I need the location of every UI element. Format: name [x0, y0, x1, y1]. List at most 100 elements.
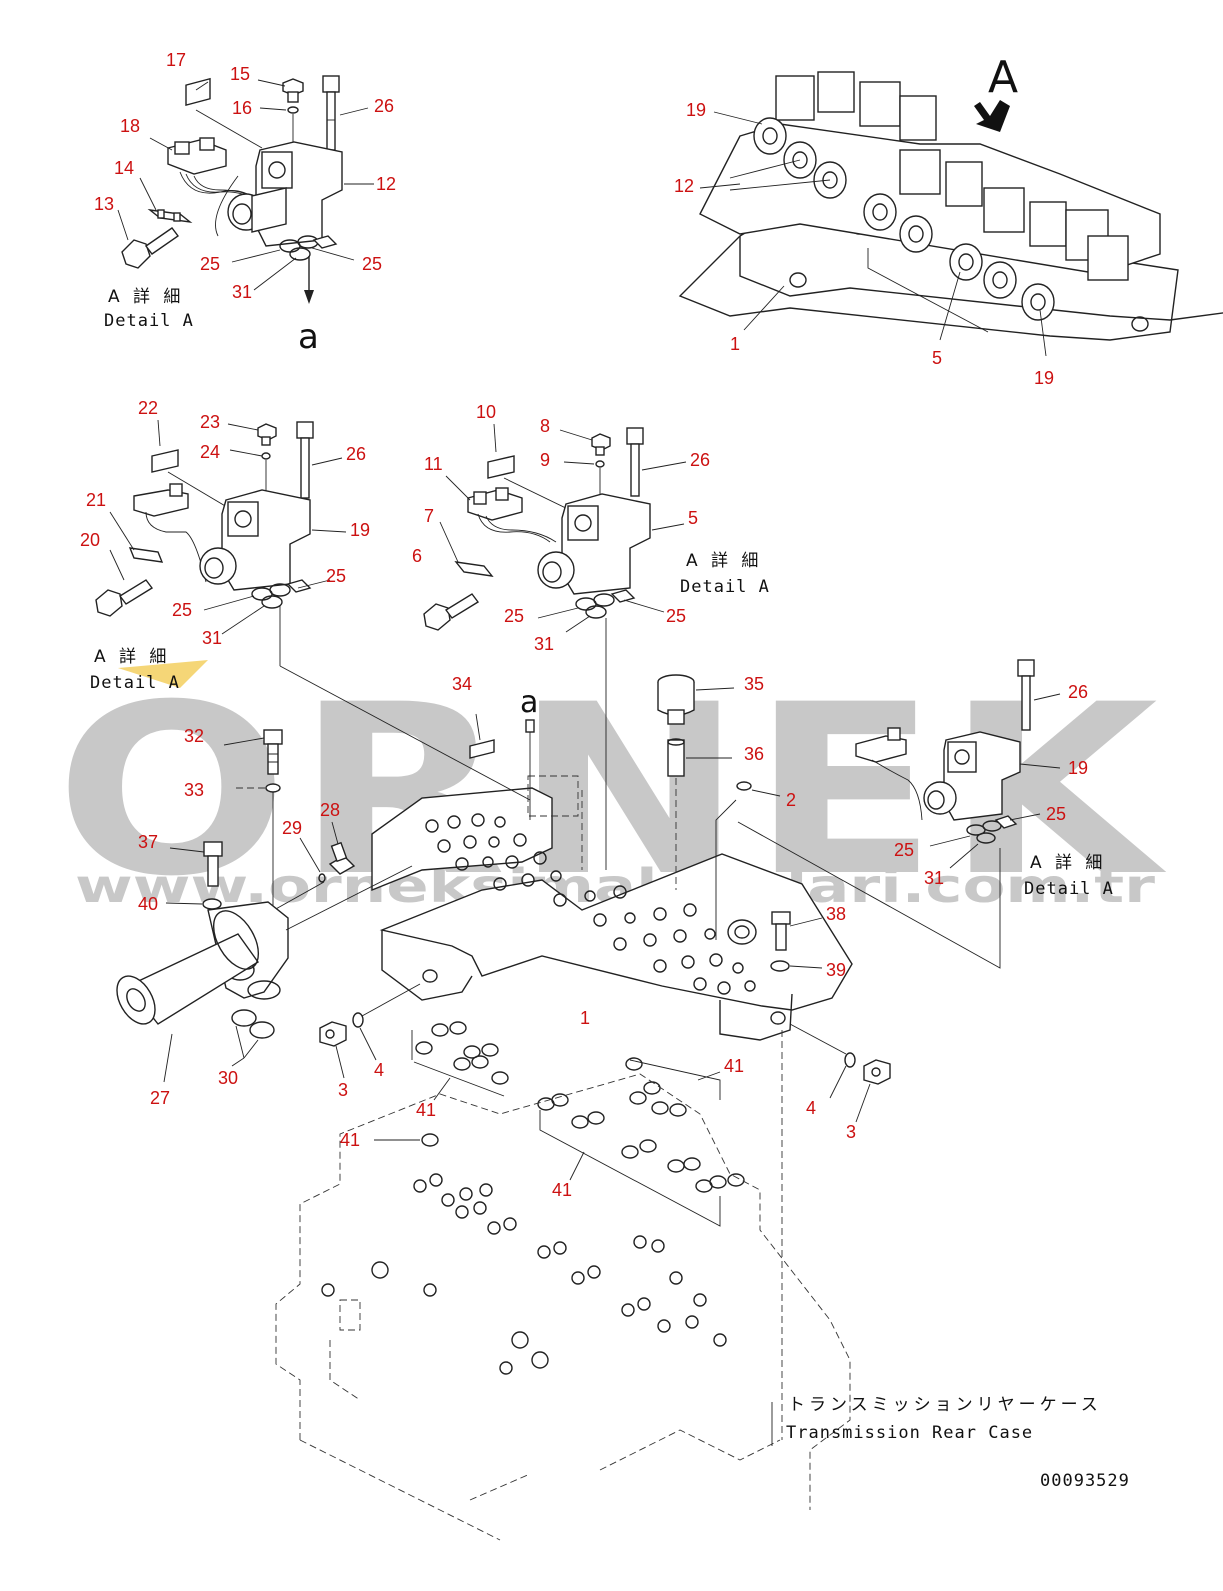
callout-23: 23: [200, 412, 220, 432]
detail-letter-a-top: a: [298, 317, 319, 357]
detail-label-jp-4: A 詳 細: [1030, 853, 1106, 873]
callout-25: 25: [666, 606, 686, 626]
rear-case-label-jp: トランスミッションリヤーケース: [788, 1395, 1102, 1415]
plate-holes: [425, 813, 756, 995]
callout-25: 25: [362, 254, 382, 274]
callout-40: 40: [138, 894, 158, 914]
callout-13: 13: [94, 194, 114, 214]
main-valve-plate: [371, 775, 853, 1041]
detail-label-jp-2: A 詳 細: [94, 647, 170, 667]
callout-26: 26: [690, 450, 710, 470]
callout-31: 31: [534, 634, 554, 654]
callout-38: 38: [826, 904, 846, 924]
callout-35: 35: [744, 674, 764, 694]
callout-26: 26: [1068, 682, 1088, 702]
solenoid-coils: [753, 117, 1055, 321]
detail-a-valve-19: [95, 419, 347, 635]
callout-37: 37: [138, 832, 158, 852]
callout-15: 15: [230, 64, 250, 84]
callout-16: 16: [232, 98, 252, 118]
callout-6: 6: [412, 546, 422, 566]
callout-3: 3: [338, 1080, 348, 1100]
callout-3: 3: [846, 1122, 856, 1142]
callout-19: 19: [686, 100, 706, 120]
callout-26: 26: [346, 444, 366, 464]
callout-4: 4: [374, 1060, 384, 1080]
callout-9: 9: [540, 450, 550, 470]
solenoid-blocks: [775, 71, 1129, 281]
callout-18: 18: [120, 116, 140, 136]
watermark-accent-icon: [118, 660, 208, 688]
left-hardware: [116, 729, 421, 1083]
detail-label-en-3: Detail A: [680, 577, 770, 597]
detail-label-en-4: Detail A: [1024, 879, 1114, 899]
detail-letter-A: A: [988, 52, 1018, 103]
callout-25: 25: [200, 254, 220, 274]
callout-19: 19: [350, 520, 370, 540]
callout-30: 30: [218, 1068, 238, 1088]
callout-25: 25: [326, 566, 346, 586]
rear-case-label-en: Transmission Rear Case: [786, 1423, 1033, 1443]
callout-25: 25: [172, 600, 192, 620]
callout-39: 39: [826, 960, 846, 980]
detail-a-valve-12: a: [117, 75, 374, 357]
callout-12: 12: [376, 174, 396, 194]
detail-label-en-2: Detail A: [90, 673, 180, 693]
callout-19: 19: [1034, 368, 1054, 388]
callout-41: 41: [340, 1130, 360, 1150]
detail-a-valve-19-right: [855, 659, 1061, 869]
callout-31: 31: [202, 628, 222, 648]
transmission-rear-case: [275, 1030, 851, 1541]
callout-28: 28: [320, 800, 340, 820]
callout-10: 10: [476, 402, 496, 422]
callout-26: 26: [374, 96, 394, 116]
callout-22: 22: [138, 398, 158, 418]
callout-1: 1: [580, 1008, 590, 1028]
callout-33: 33: [184, 780, 204, 800]
callout-7: 7: [424, 506, 434, 526]
case-holes: [321, 1173, 727, 1375]
detail-letter-a-plate: a: [520, 685, 538, 720]
detail-label-en-1: Detail A: [104, 311, 194, 331]
callout-25: 25: [894, 840, 914, 860]
reference-lines: [279, 606, 1001, 969]
callout-29: 29: [282, 818, 302, 838]
callout-20: 20: [80, 530, 100, 550]
callout-32: 32: [184, 726, 204, 746]
callout-17: 17: [166, 50, 186, 70]
callout-11: 11: [424, 454, 443, 474]
callout-34: 34: [452, 674, 472, 694]
callout-19: 19: [1068, 758, 1088, 778]
detail-a-valve-5: [423, 423, 687, 633]
callout-25: 25: [1046, 804, 1066, 824]
callout-21: 21: [86, 490, 106, 510]
callout-36: 36: [744, 744, 764, 764]
valve-assembly-view: A: [678, 52, 1223, 357]
callout-4: 4: [806, 1098, 816, 1118]
callout-31: 31: [232, 282, 252, 302]
detail-labels: A 詳 細 Detail A A 詳 細 Detail A A 詳 細 Deta…: [90, 287, 1130, 1491]
callout-41: 41: [552, 1180, 572, 1200]
callout-2: 2: [786, 790, 796, 810]
callout-numbers: 17 15 16 26 18 14 13 12 25 25 31 19 12 1…: [80, 50, 1088, 1200]
callout-27: 27: [150, 1088, 170, 1108]
gasket-sets: [374, 1021, 745, 1227]
callout-5: 5: [688, 508, 698, 528]
callout-5: 5: [932, 348, 942, 368]
callout-24: 24: [200, 442, 220, 462]
drawing-number: 00093529: [1040, 1471, 1130, 1491]
callout-12: 12: [674, 176, 694, 196]
callout-41: 41: [416, 1100, 436, 1120]
callout-41: 41: [724, 1056, 744, 1076]
solenoid-27: [116, 901, 289, 1083]
callout-8: 8: [540, 416, 550, 436]
detail-label-jp-1: A 詳 細: [108, 287, 184, 307]
callout-14: 14: [114, 158, 134, 178]
right-hardware: [770, 911, 891, 1123]
detail-label-jp-3: A 詳 細: [686, 551, 762, 571]
callout-31: 31: [924, 868, 944, 888]
plate-upper-items: a: [469, 674, 781, 890]
callout-25: 25: [504, 606, 524, 626]
callout-1: 1: [730, 334, 740, 354]
